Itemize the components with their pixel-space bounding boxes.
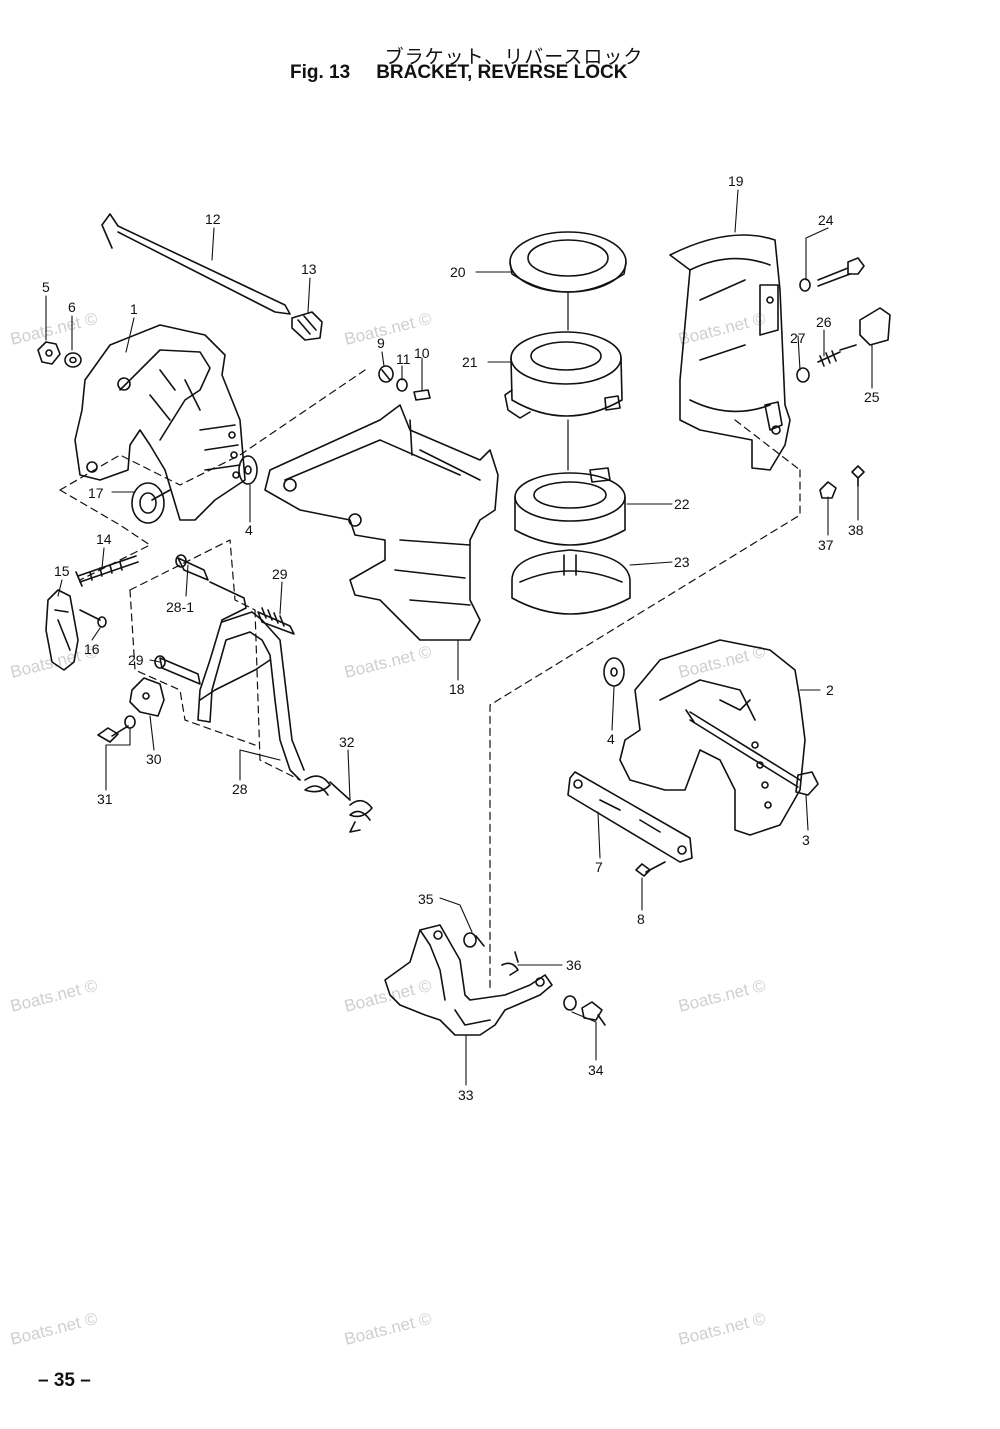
watermark: Boats.net © — [676, 1309, 767, 1349]
callout-12: 12 — [205, 211, 221, 227]
callout-23: 23 — [674, 554, 690, 570]
watermark: Boats.net © — [8, 1309, 99, 1349]
callout-9: 9 — [377, 335, 385, 351]
part-10-bolt — [413, 389, 431, 401]
figure-title: Fig. 13 BRACKET, REVERSE LOCK — [290, 62, 627, 84]
part-24-bolt — [799, 257, 865, 292]
part-22-lower-bushing — [514, 467, 626, 546]
callout-34: 34 — [588, 1062, 604, 1078]
callout-22: 22 — [674, 496, 690, 512]
callout-16: 16 — [84, 641, 100, 657]
callout-7: 7 — [595, 859, 603, 875]
part-29-pin-lower — [154, 655, 201, 685]
part-27-washer — [796, 367, 810, 383]
callout-5: 5 — [42, 279, 50, 295]
part-37-plug — [819, 481, 837, 499]
page-number: – 35 – — [38, 1370, 91, 1391]
watermark: Boats.net © — [676, 642, 767, 682]
part-5-nut — [37, 341, 61, 365]
part-35-collar — [463, 932, 485, 948]
part-25-lever — [859, 307, 891, 346]
callout-14: 14 — [96, 531, 112, 547]
callout-19: 19 — [728, 173, 744, 189]
part-11-washer — [396, 378, 408, 392]
part-1-left-bracket — [74, 324, 246, 521]
part-6-washer — [64, 352, 82, 368]
watermark: Boats.net © — [342, 309, 433, 349]
callout-18: 18 — [449, 681, 465, 697]
callout-6: 6 — [68, 299, 76, 315]
callout-30: 30 — [146, 751, 162, 767]
part-4-washer-left — [238, 455, 258, 485]
callout-17: 17 — [88, 485, 104, 501]
figure-number: Fig. 13 — [290, 62, 351, 83]
callout-35: 35 — [418, 891, 434, 907]
callout-36: 36 — [566, 957, 582, 973]
part-32-spring — [304, 775, 373, 833]
callout-20: 20 — [450, 264, 466, 280]
callout-11: 11 — [396, 351, 411, 367]
callout-32: 32 — [339, 734, 355, 750]
part-26-spring — [817, 344, 857, 367]
callout-27: 27 — [790, 330, 806, 346]
callout-28: 28 — [232, 781, 248, 797]
part-16-screw — [79, 609, 107, 628]
part-30-holder — [129, 677, 165, 717]
callout-37: 37 — [818, 537, 834, 553]
watermark: Boats.net © — [676, 976, 767, 1016]
watermark: Boats.net © — [342, 1309, 433, 1349]
part-28-1-pin — [175, 554, 209, 581]
callout-4-right: 4 — [607, 731, 615, 747]
callout-28-1: 28-1 — [166, 599, 194, 615]
callout-31: 31 — [97, 791, 113, 807]
callout-33: 33 — [458, 1087, 474, 1103]
callout-25: 25 — [864, 389, 880, 405]
part-8-screw — [635, 861, 666, 877]
title-japanese: ブラケット、リバースロック — [384, 46, 644, 68]
part-21-upper-bushing — [504, 331, 623, 419]
part-17-pad — [131, 482, 171, 524]
part-36-clip — [501, 951, 519, 976]
part-4-washer-right — [603, 657, 625, 687]
callout-29-upper: 29 — [272, 566, 288, 582]
callout-4-left: 4 — [245, 522, 253, 538]
callout-numbers: 1 2 3 4 4 5 6 7 8 9 10 11 12 13 14 15 16… — [42, 173, 880, 1103]
callout-8: 8 — [637, 911, 645, 927]
watermark: Boats.net © — [8, 976, 99, 1016]
callout-26: 26 — [816, 314, 832, 330]
callout-38: 38 — [848, 522, 864, 538]
part-19-swivel-collar — [669, 234, 791, 471]
callout-13: 13 — [301, 261, 317, 277]
callout-29-lower: 29 — [128, 652, 144, 668]
part-7-plate — [567, 771, 693, 863]
callout-10: 10 — [414, 345, 430, 361]
watermark: Boats.net © — [342, 642, 433, 682]
watermark: Boats.net © — [342, 976, 433, 1016]
part-18-swivel-bracket — [264, 404, 499, 641]
callout-2: 2 — [826, 682, 834, 698]
part-34-bolt — [563, 995, 606, 1026]
part-9-bushing — [378, 365, 394, 383]
part-33-reverse-lock-arm — [384, 924, 553, 1036]
callout-1: 1 — [130, 301, 138, 317]
part-12-steering-rod — [101, 213, 291, 315]
callout-24: 24 — [818, 212, 834, 228]
figure-name: BRACKET, REVERSE LOCK — [376, 62, 628, 83]
callout-3: 3 — [802, 832, 810, 848]
part-13-grip — [291, 311, 323, 341]
part-15-cam — [45, 589, 79, 671]
callout-21: 21 — [462, 354, 478, 370]
watermark: Boats.net © — [676, 309, 767, 349]
part-14-bolt — [75, 555, 139, 587]
part-29-pin-upper — [257, 607, 295, 635]
part-3-through-bolt — [685, 709, 819, 796]
part-28-lock-rod — [197, 581, 305, 781]
part-20-thrust-ring — [509, 231, 627, 293]
part-23-split-ring — [511, 549, 631, 615]
callout-leader-lines — [45, 189, 873, 1086]
callout-15: 15 — [54, 563, 70, 579]
